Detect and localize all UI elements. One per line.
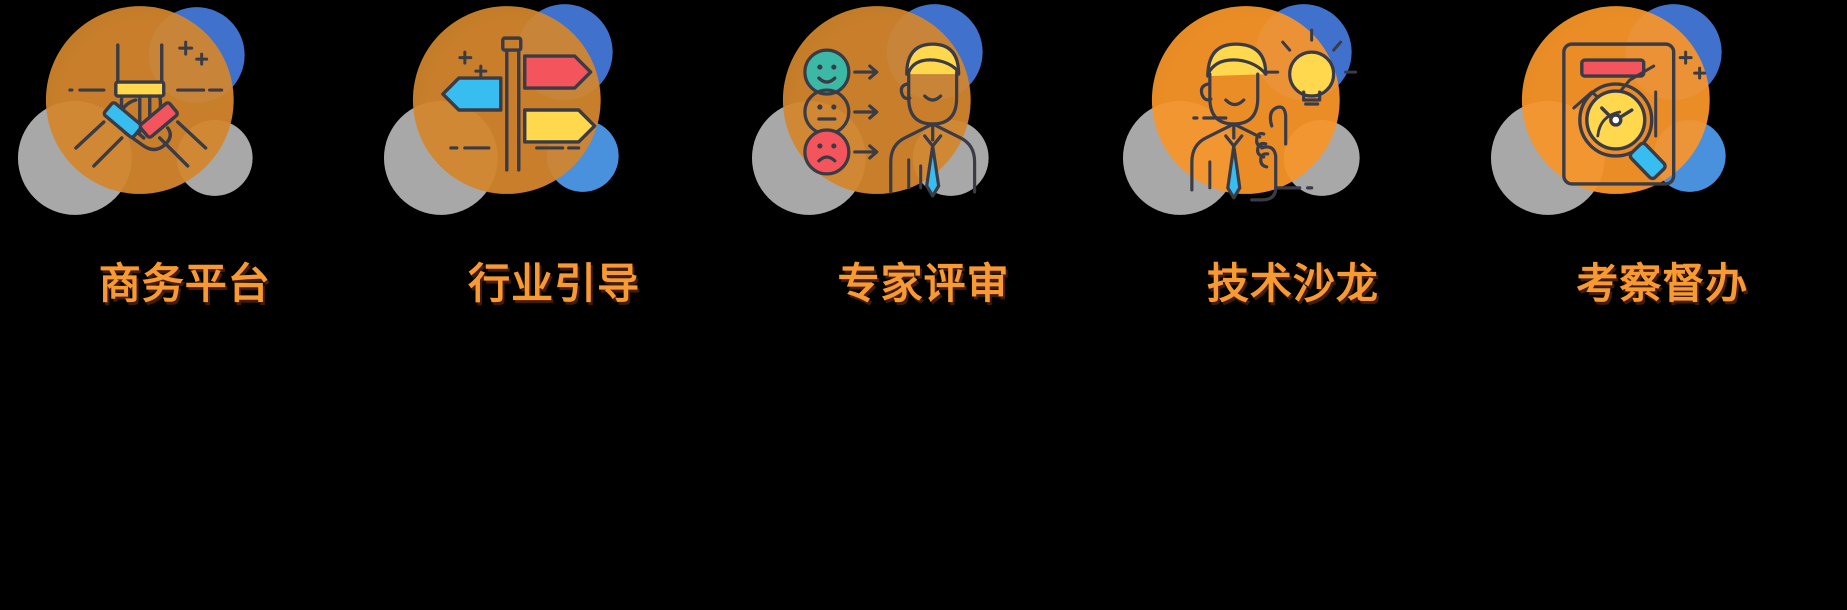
item-inspection-supervision[interactable]: [1478, 0, 1847, 330]
label-cell-inspection-supervision: 考察督办: [1478, 230, 1847, 330]
label-cell-technical-salon: 技术沙龙: [1108, 230, 1477, 330]
item-business-platform[interactable]: [0, 0, 369, 330]
expert-rating-faces-icon: [739, 0, 1108, 230]
idea-lightbulb-person-icon: [1108, 0, 1477, 230]
item-label-inspection-supervision: 考察督办: [1576, 258, 1749, 308]
item-label-technical-salon: 技术沙龙: [1206, 258, 1379, 308]
icon-row: [0, 0, 1847, 330]
item-label-business-platform: 商务平台: [98, 258, 271, 308]
item-expert-review[interactable]: [739, 0, 1108, 330]
report-magnifier-icon: [1478, 0, 1847, 230]
item-label-industry-guidance: 行业引导: [468, 258, 641, 308]
label-cell-industry-guidance: 行业引导: [369, 230, 738, 330]
label-row: 商务平台 行业引导 专家评审 技术沙龙 考察督办: [0, 230, 1847, 330]
item-label-expert-review: 专家评审: [837, 258, 1010, 308]
label-cell-expert-review: 专家评审: [739, 230, 1108, 330]
item-industry-guidance[interactable]: [369, 0, 738, 330]
signpost-direction-icon: [369, 0, 738, 230]
label-cell-business-platform: 商务平台: [0, 230, 369, 330]
item-technical-salon[interactable]: [1108, 0, 1477, 330]
handshake-teamwork-icon: [0, 0, 369, 230]
